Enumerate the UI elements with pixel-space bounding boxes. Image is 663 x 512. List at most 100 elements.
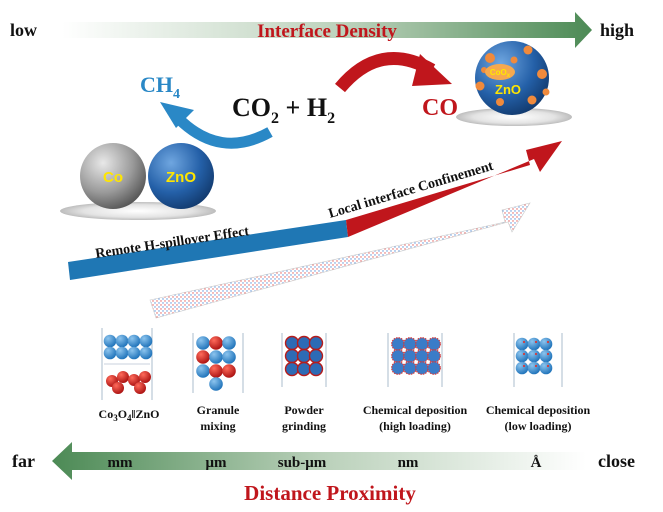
co-arrowhead bbox=[412, 54, 452, 86]
co3o4-ball bbox=[139, 371, 151, 383]
interface-density-arrow bbox=[62, 12, 592, 48]
coated-ball bbox=[427, 349, 441, 363]
zno-particle-label: ZnO bbox=[166, 169, 196, 186]
ch4-label: CH4 bbox=[140, 72, 180, 102]
coated-ball bbox=[427, 361, 441, 375]
zno-ball bbox=[527, 361, 541, 375]
coated-ball bbox=[415, 337, 429, 351]
transition-dotted-arrow bbox=[149, 202, 531, 319]
zno-ball bbox=[103, 334, 117, 348]
sample-label-chem-high-1: Chemical deposition bbox=[363, 403, 468, 417]
zno-ball bbox=[115, 334, 129, 348]
zno-ball bbox=[127, 346, 141, 360]
tick-sub-um: sub-μm bbox=[278, 455, 327, 471]
sample-labels: Co3O4‖ZnO Granule mixing Powder grinding… bbox=[99, 403, 591, 433]
coated-ball bbox=[427, 337, 441, 351]
co-dot bbox=[546, 364, 550, 368]
zno-ball bbox=[515, 361, 529, 375]
co3o4-ball bbox=[134, 382, 146, 394]
zno-ball bbox=[209, 350, 223, 364]
sample-icons bbox=[101, 328, 563, 400]
zno-particle bbox=[148, 143, 214, 209]
coated-ball bbox=[391, 361, 405, 375]
zno-ball bbox=[539, 361, 553, 375]
tick-mm: mm bbox=[108, 455, 133, 471]
sample-label-chem-low-1: Chemical deposition bbox=[486, 403, 591, 417]
ground-ball bbox=[296, 361, 312, 377]
sample-label-chem-low-2: (low loading) bbox=[504, 419, 571, 433]
zno-ball bbox=[139, 346, 153, 360]
tick-nm: nm bbox=[398, 455, 419, 471]
ground-ball bbox=[308, 361, 324, 377]
far-label: far bbox=[12, 451, 35, 471]
zno-ball bbox=[196, 364, 210, 378]
ground-ball bbox=[296, 335, 312, 351]
zno-core-label: ZnO bbox=[495, 82, 521, 97]
co-dot bbox=[522, 352, 526, 356]
co3o4-ball bbox=[196, 350, 210, 364]
zno-ball bbox=[139, 334, 153, 348]
zno-core-particle bbox=[475, 41, 549, 115]
zno-ball bbox=[527, 337, 541, 351]
coated-ball bbox=[391, 337, 405, 351]
co-particle bbox=[80, 143, 146, 209]
co-label: CO bbox=[422, 95, 458, 121]
zno-ball bbox=[196, 336, 210, 350]
ground-ball bbox=[284, 348, 300, 364]
co3o4-ball bbox=[209, 364, 223, 378]
co-dot bbox=[522, 340, 526, 344]
zno-ball bbox=[127, 334, 141, 348]
zno-ball bbox=[222, 336, 236, 350]
zno-ball bbox=[209, 377, 223, 391]
coox-label: CoOx bbox=[490, 68, 511, 79]
coox-clusters bbox=[475, 45, 550, 106]
local-confinement-band bbox=[346, 141, 562, 237]
sample-label-powder-2: grinding bbox=[282, 419, 326, 433]
coated-ball bbox=[391, 349, 405, 363]
co-dot bbox=[546, 340, 550, 344]
zno-ball bbox=[115, 346, 129, 360]
co-dot bbox=[534, 340, 538, 344]
distance-proximity-title: Distance Proximity bbox=[244, 481, 416, 505]
local-confinement-label: Local interface Confinement bbox=[327, 159, 496, 222]
ground-ball bbox=[284, 335, 300, 351]
zno-ball bbox=[515, 337, 529, 351]
ground-ball bbox=[308, 348, 324, 364]
ch4-arrowhead bbox=[160, 102, 194, 128]
co-dot bbox=[534, 364, 538, 368]
sample-label-granule-1: Granule bbox=[197, 403, 240, 417]
high-label: high bbox=[600, 20, 634, 40]
zno-ball bbox=[103, 346, 117, 360]
sample-label-physical-mixture: Co3O4‖ZnO bbox=[99, 407, 160, 423]
interface-density-title: Interface Density bbox=[257, 21, 397, 42]
zno-ball bbox=[515, 349, 529, 363]
ch4-curved-arrow bbox=[174, 114, 273, 149]
zno-ball bbox=[539, 337, 553, 351]
reaction-equation: CO2 + H2 bbox=[232, 93, 335, 127]
sample-label-granule-2: mixing bbox=[200, 419, 235, 433]
sample-label-chem-high-2: (high loading) bbox=[379, 419, 451, 433]
coated-ball bbox=[403, 361, 417, 375]
coated-ball bbox=[403, 349, 417, 363]
remote-spillover-band bbox=[68, 220, 348, 280]
coated-ball bbox=[415, 349, 429, 363]
zno-ball bbox=[539, 349, 553, 363]
right-support-plate bbox=[456, 108, 572, 126]
distance-ticks: mm μm sub-μm nm Å bbox=[108, 455, 542, 471]
zno-ball bbox=[527, 349, 541, 363]
tick-um: μm bbox=[206, 455, 228, 471]
co3o4-ball bbox=[112, 382, 124, 394]
sample-label-powder-1: Powder bbox=[284, 403, 324, 417]
tick-angstrom: Å bbox=[531, 455, 542, 471]
co-dot bbox=[546, 352, 550, 356]
ground-ball bbox=[284, 361, 300, 377]
coox-label-blob bbox=[485, 64, 515, 80]
ground-ball bbox=[296, 348, 312, 364]
distance-proximity-arrow bbox=[52, 442, 586, 480]
coated-ball bbox=[415, 361, 429, 375]
co3o4-ball bbox=[209, 336, 223, 350]
co3o4-ball bbox=[117, 371, 129, 383]
close-label: close bbox=[598, 451, 635, 471]
